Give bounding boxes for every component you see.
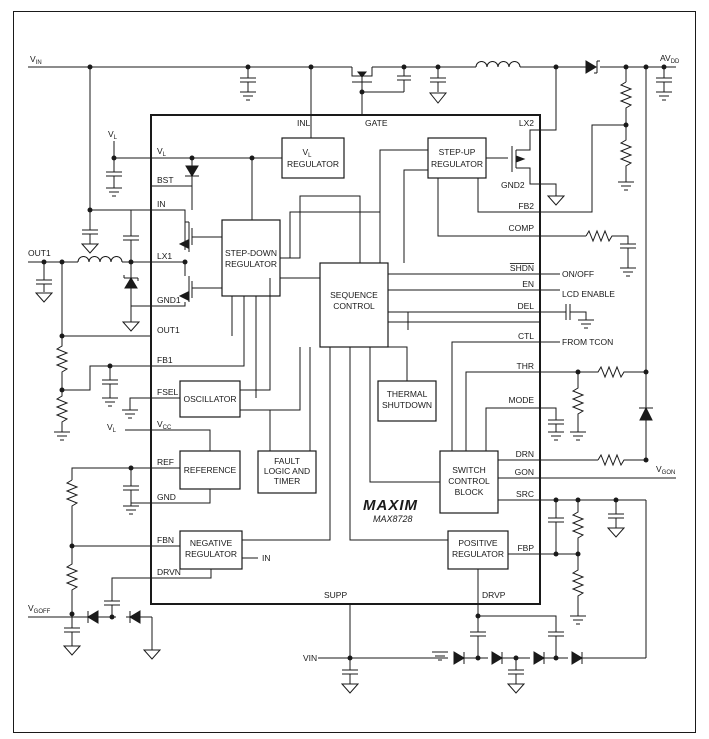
pin-bst: BST (157, 175, 174, 185)
step-down-label-1: STEP-DOWN (225, 248, 277, 258)
pin-gnd: GND (157, 492, 176, 502)
maxim-logo: MAXIM (363, 497, 418, 514)
reference-block (179, 450, 241, 490)
vl-label-vcc: VL (107, 422, 117, 434)
inductor-out1 (77, 256, 123, 263)
vgoff-label: VGOFF (28, 603, 51, 615)
pin-comp: COMP (509, 223, 535, 233)
pin-gnd2: GND2 (501, 180, 525, 190)
pin-fsel: FSEL (157, 387, 179, 397)
resistor-comp (585, 229, 629, 244)
pin-lx1: LX1 (157, 251, 172, 261)
pin-drn: DRN (516, 449, 534, 459)
oscillator-block (179, 380, 241, 418)
sequence-control-block (319, 262, 389, 348)
from-tcon-label: FROM TCON (562, 337, 613, 347)
negative-regulator-block (179, 530, 243, 570)
out1-label-left: OUT1 (28, 248, 51, 258)
ic-outline (150, 114, 541, 605)
pin-supp: SUPP (324, 590, 347, 600)
vl-regulator-block (281, 137, 345, 179)
sequence-label-2: CONTROL (333, 301, 375, 311)
thermal-label-2: SHUTDOWN (382, 400, 432, 410)
switch-label-1: SWITCH (452, 465, 486, 475)
pin-gate: GATE (365, 118, 388, 128)
sequence-label-1: SEQUENCE (330, 290, 378, 300)
pin-fbn: FBN (157, 535, 174, 545)
fault-label-2: LOGIC AND (264, 466, 310, 476)
pin-lx2: LX2 (519, 118, 534, 128)
avdd-label: AVDD (660, 53, 680, 65)
switch-label-2: CONTROL (448, 476, 490, 486)
vl-label-left: VL (108, 129, 118, 141)
step-down-label-2: REGULATOR (225, 259, 277, 269)
step-up-label-2: REGULATOR (431, 159, 483, 169)
vin-label-top: VIN (30, 54, 42, 66)
diagram-frame (13, 11, 696, 733)
vgon-label: VGON (656, 464, 675, 476)
pin-inl: INL (297, 118, 311, 128)
oscillator-label: OSCILLATOR (183, 394, 236, 404)
vin-label-bottom: VIN (303, 653, 317, 663)
inductor-top (475, 61, 521, 68)
thermal-label-1: THERMAL (387, 389, 428, 399)
pin-fb2: FB2 (518, 201, 534, 211)
negative-label-1: NEGATIVE (190, 538, 233, 548)
pin-vl: VL (157, 146, 167, 158)
pin-shdn: SHDN (510, 263, 534, 273)
reference-label: REFERENCE (184, 465, 237, 475)
pin-out1: OUT1 (157, 325, 180, 335)
switch-control-block (439, 450, 499, 514)
pin-src: SRC (516, 489, 534, 499)
resistor-fbp-upper (571, 500, 585, 554)
part-number: MAX8728 (373, 514, 413, 524)
lcd-enable-label: LCD ENABLE (562, 289, 615, 299)
pin-gnd1: GND1 (157, 295, 181, 305)
fault-label-1: FAULT (274, 456, 300, 466)
switch-label-3: BLOCK (455, 487, 484, 497)
resistor-drn (597, 453, 646, 467)
positive-label-2: REGULATOR (452, 549, 504, 559)
vl-regulator-label-2: REGULATOR (287, 159, 339, 169)
positive-label-1: POSITIVE (458, 538, 498, 548)
pin-drvn: DRVN (157, 567, 181, 577)
positive-regulator-block (447, 530, 509, 570)
step-up-regulator-block (427, 137, 487, 179)
pin-ctl: CTL (518, 331, 534, 341)
pin-ref: REF (157, 457, 174, 467)
pin-gon: GON (515, 467, 534, 477)
pin-drvp: DRVP (482, 590, 506, 600)
resistor-fbp-lower (570, 554, 586, 625)
resistor-avdd-upper (619, 81, 633, 125)
pin-del: DEL (517, 301, 534, 311)
pin-thr: THR (517, 361, 534, 371)
fault-label-3: TIMER (274, 476, 300, 486)
negative-label-2: REGULATOR (185, 549, 237, 559)
resistor-thr-shunt (570, 372, 586, 441)
resistor-avdd-lower (618, 125, 634, 191)
on-off-label: ON/OFF (562, 269, 594, 279)
pin-in: IN (157, 199, 166, 209)
pin-en: EN (522, 279, 534, 289)
step-up-label-1: STEP-UP (439, 147, 476, 157)
pin-fb1: FB1 (157, 355, 173, 365)
neg-reg-in-label: IN (262, 553, 271, 563)
pin-vcc: VCC (157, 419, 172, 431)
pin-fbp: FBP (517, 543, 534, 553)
step-down-regulator-block (221, 219, 281, 297)
resistor-fb1-upper (55, 336, 69, 390)
vl-regulator-label-1: VL (302, 147, 312, 159)
resistor-fb1-lower (54, 390, 70, 441)
diode-top-symbol (585, 60, 600, 74)
resistor-vgoff-lower (65, 546, 79, 614)
pin-mode: MODE (509, 395, 535, 405)
fault-logic-block (257, 450, 317, 494)
resistor-thr-series (578, 365, 646, 379)
resistor-vgoff-upper (65, 479, 79, 546)
